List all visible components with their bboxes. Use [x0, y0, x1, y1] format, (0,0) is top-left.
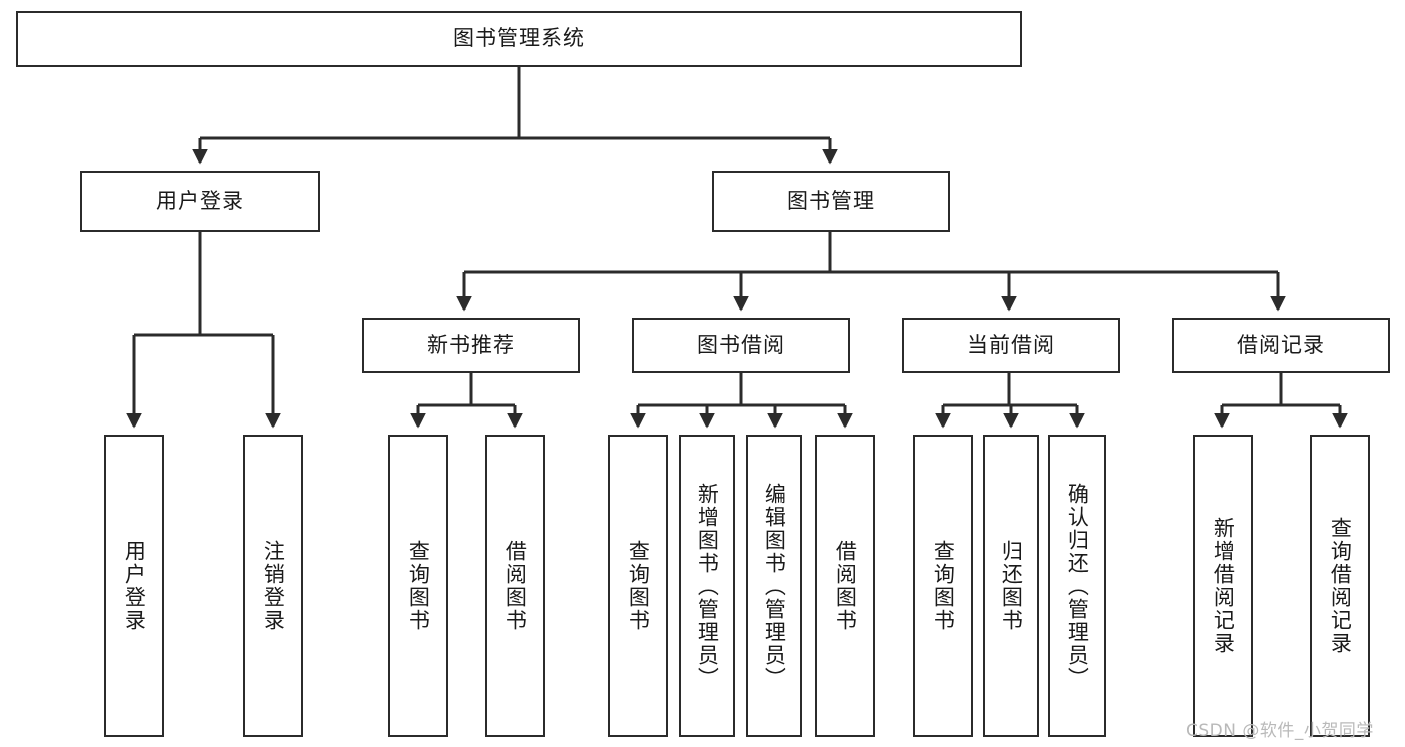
leaf-add-borrow-record-label: 新增借阅记录: [1211, 517, 1236, 655]
leaf-user-login-label: 用户登录: [122, 540, 147, 632]
leaf-logout-label: 注销登录: [261, 540, 286, 632]
leaf-add-book-admin[interactable]: 新增图书（管理员）: [679, 435, 735, 737]
node-book-management-label: 图书管理: [787, 188, 875, 213]
leaf-user-login[interactable]: 用户登录: [104, 435, 164, 737]
leaf-borrow-book-label: 借阅图书: [833, 540, 858, 632]
leaf-confirm-return-admin-label: 确认归还（管理员）: [1065, 482, 1090, 690]
node-new-book-recommend-label: 新书推荐: [427, 332, 515, 357]
leaf-logout[interactable]: 注销登录: [243, 435, 303, 737]
node-current-borrow[interactable]: 当前借阅: [902, 318, 1120, 373]
leaf-add-borrow-record[interactable]: 新增借阅记录: [1193, 435, 1253, 737]
leaf-return-book-label: 归还图书: [999, 540, 1024, 632]
node-book-management[interactable]: 图书管理: [712, 171, 950, 232]
leaf-borrow-book-recommend[interactable]: 借阅图书: [485, 435, 545, 737]
leaf-confirm-return-admin[interactable]: 确认归还（管理员）: [1048, 435, 1106, 737]
leaf-query-book-recommend[interactable]: 查询图书: [388, 435, 448, 737]
node-book-borrow-label: 图书借阅: [697, 332, 785, 357]
node-user-login-label: 用户登录: [156, 188, 244, 213]
node-borrow-record[interactable]: 借阅记录: [1172, 318, 1390, 373]
leaf-edit-book-admin[interactable]: 编辑图书（管理员）: [746, 435, 802, 737]
leaf-edit-book-admin-label: 编辑图书（管理员）: [762, 482, 787, 690]
node-borrow-record-label: 借阅记录: [1237, 332, 1325, 357]
node-user-login[interactable]: 用户登录: [80, 171, 320, 232]
leaf-query-book-current-label: 查询图书: [931, 540, 956, 632]
node-current-borrow-label: 当前借阅: [967, 332, 1055, 357]
leaf-query-book-borrow[interactable]: 查询图书: [608, 435, 668, 737]
leaf-query-book-current[interactable]: 查询图书: [913, 435, 973, 737]
node-root[interactable]: 图书管理系统: [16, 11, 1022, 67]
node-new-book-recommend[interactable]: 新书推荐: [362, 318, 580, 373]
leaf-query-borrow-record-label: 查询借阅记录: [1328, 517, 1353, 655]
leaf-query-book-recommend-label: 查询图书: [406, 540, 431, 632]
leaf-return-book[interactable]: 归还图书: [983, 435, 1039, 737]
node-book-borrow[interactable]: 图书借阅: [632, 318, 850, 373]
leaf-borrow-book-recommend-label: 借阅图书: [503, 540, 528, 632]
node-root-label: 图书管理系统: [453, 26, 585, 51]
leaf-query-book-borrow-label: 查询图书: [626, 540, 651, 632]
leaf-borrow-book[interactable]: 借阅图书: [815, 435, 875, 737]
leaf-query-borrow-record[interactable]: 查询借阅记录: [1310, 435, 1370, 737]
leaf-add-book-admin-label: 新增图书（管理员）: [695, 482, 720, 690]
